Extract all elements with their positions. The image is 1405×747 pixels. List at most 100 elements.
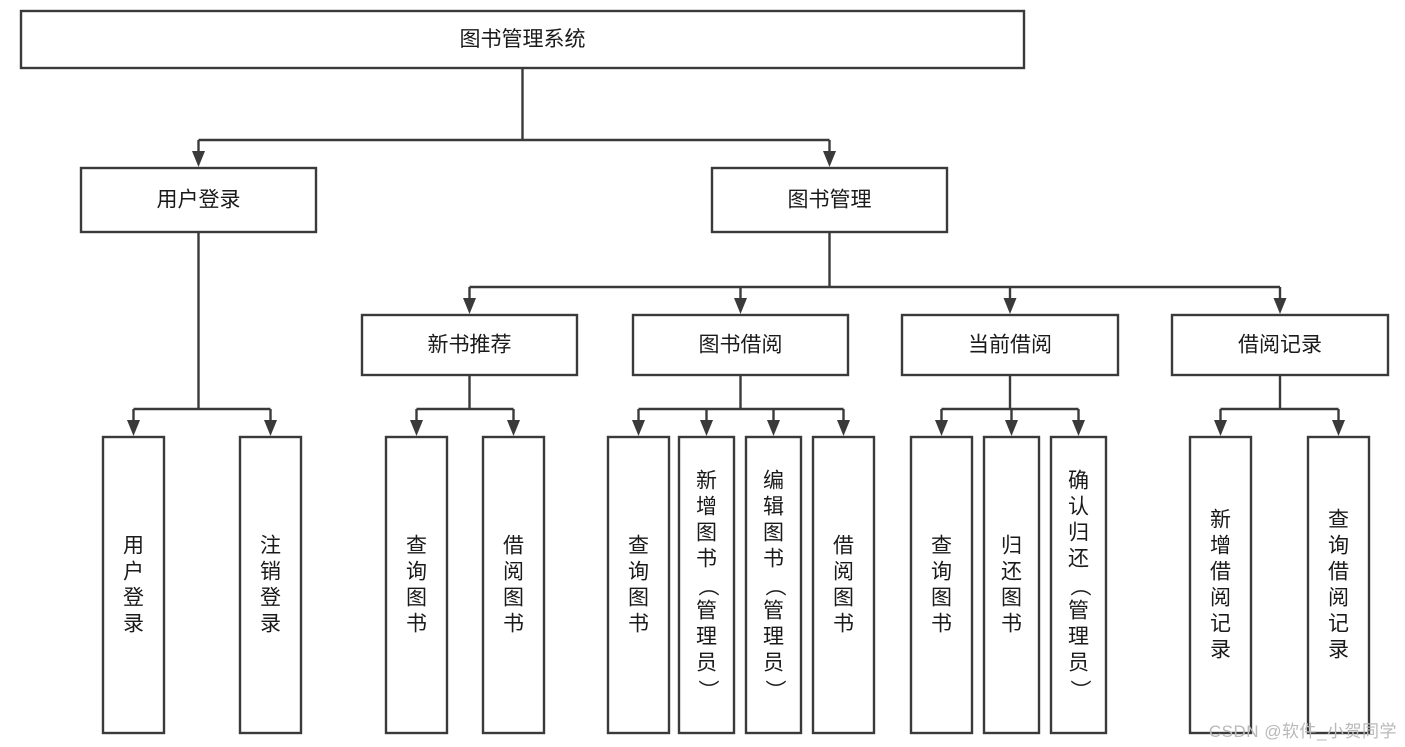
node-label: 新书推荐	[428, 334, 512, 357]
node-label-char: 询	[931, 561, 952, 584]
node-label-char: （	[696, 576, 719, 597]
node-box[interactable]	[909, 435, 974, 735]
node-label-char: 书	[931, 613, 952, 636]
node-label-char: 阅	[833, 561, 854, 584]
node-label: 当前借阅	[968, 334, 1052, 357]
node-user-login[interactable]: 用户登录	[79, 166, 318, 234]
node-label-char: 查	[628, 535, 649, 558]
node-label-char: 图	[406, 587, 427, 610]
arrow-head-icon	[935, 420, 948, 436]
node-box[interactable]	[1306, 435, 1371, 735]
node-box[interactable]	[1188, 435, 1253, 735]
node-label-char: 管	[763, 600, 784, 623]
node-leaf-user-login[interactable]: 用户登录	[101, 435, 166, 735]
node-borrow-records[interactable]: 借阅记录	[1170, 313, 1390, 377]
node-label-char: 书	[696, 548, 717, 571]
node-label-char: 录	[260, 613, 281, 636]
arrow-head-icon	[507, 420, 520, 436]
node-label-char: 借	[1210, 561, 1231, 584]
node-box[interactable]	[982, 435, 1041, 735]
arrow-head-icon	[700, 420, 713, 436]
node-label-char: 注	[260, 535, 281, 558]
node-label-char: 图	[696, 522, 717, 545]
nodes-layer: 图书管理系统用户登录图书管理新书推荐图书借阅当前借阅借阅记录用户登录注销登录查询…	[19, 9, 1390, 735]
node-label-char: 登	[123, 587, 144, 610]
node-box[interactable]	[606, 435, 671, 735]
node-book-management[interactable]: 图书管理	[710, 166, 949, 234]
arrow-head-icon	[1003, 298, 1017, 314]
node-label-char: 图	[628, 587, 649, 610]
node-label-char: 查	[931, 535, 952, 558]
node-label-char: （	[763, 576, 786, 597]
node-label-char: 增	[696, 496, 717, 519]
node-label-char: 归	[1068, 522, 1089, 545]
arrow-head-icon	[837, 420, 850, 436]
node-label-char: ）	[696, 680, 719, 701]
node-label: 用户登录	[157, 189, 241, 212]
node-label-char: 新	[696, 470, 717, 493]
node-box[interactable]	[238, 435, 303, 735]
node-box[interactable]	[101, 435, 166, 735]
node-box[interactable]	[1049, 435, 1108, 735]
node-box[interactable]	[900, 313, 1120, 377]
node-box[interactable]	[481, 435, 546, 735]
node-new-book-recommend[interactable]: 新书推荐	[360, 313, 579, 377]
node-label-char: 户	[123, 561, 144, 584]
node-box[interactable]	[811, 435, 876, 735]
node-box[interactable]	[744, 435, 803, 735]
node-box[interactable]	[19, 9, 1026, 70]
node-label-char: 登	[260, 587, 281, 610]
node-label-char: 记	[1328, 613, 1349, 636]
node-label-char: 查	[1328, 509, 1349, 532]
node-label-char: 书	[763, 548, 784, 571]
node-label-char: 询	[628, 561, 649, 584]
arrow-head-icon	[1273, 298, 1287, 314]
edges-layer	[127, 68, 1345, 436]
node-book-borrow[interactable]: 图书借阅	[631, 313, 850, 377]
node-label-char: 录	[1210, 639, 1231, 662]
node-label: 借阅记录	[1238, 334, 1322, 357]
arrow-head-icon	[734, 298, 747, 314]
node-root[interactable]: 图书管理系统	[19, 9, 1026, 70]
node-label-char: 阅	[1328, 587, 1349, 610]
node-box[interactable]	[677, 435, 736, 735]
node-label-char: 图	[1001, 587, 1022, 610]
node-box[interactable]	[384, 435, 449, 735]
node-label-char: 图	[763, 522, 784, 545]
node-label-char: 管	[696, 600, 717, 623]
node-box[interactable]	[79, 166, 318, 234]
node-label-char: 书	[503, 613, 524, 636]
node-box[interactable]	[631, 313, 850, 377]
node-label: 图书管理	[788, 189, 872, 212]
node-label-char: 还	[1068, 548, 1089, 571]
node-label-char: 员	[1068, 652, 1089, 675]
node-label-char: 图	[503, 587, 524, 610]
node-label-char: 确	[1068, 470, 1089, 493]
node-label-char: 员	[696, 652, 717, 675]
node-label-char: 还	[1001, 561, 1022, 584]
arrow-head-icon	[264, 420, 277, 436]
node-box[interactable]	[1170, 313, 1390, 377]
node-box[interactable]	[710, 166, 949, 234]
node-label-char: 阅	[1210, 587, 1231, 610]
node-label-char: 管	[1068, 600, 1089, 623]
node-label-char: 销	[260, 561, 281, 584]
node-box[interactable]	[360, 313, 579, 377]
node-label-char: 书	[406, 613, 427, 636]
node-label-char: 认	[1068, 496, 1089, 519]
node-current-borrow[interactable]: 当前借阅	[900, 313, 1120, 377]
node-label-char: （	[1068, 576, 1091, 597]
